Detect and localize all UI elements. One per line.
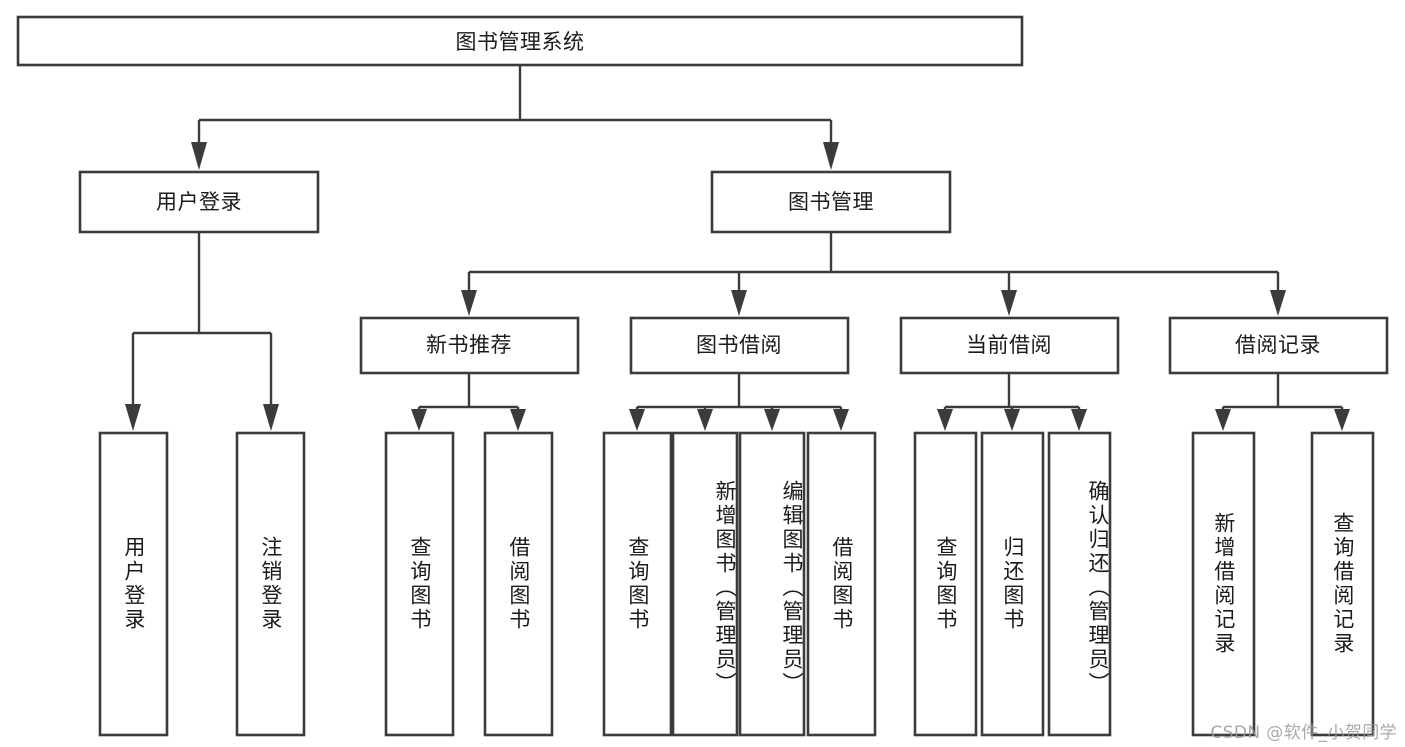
arrow-head-leaf-edit-book bbox=[764, 409, 780, 431]
node-borrow-record-label: 借阅记录 bbox=[1235, 333, 1321, 357]
arrow-head-borrow-record bbox=[1270, 290, 1286, 316]
node-user-login[interactable]: 用户登录 bbox=[78, 170, 320, 234]
arrow-head-leaf-logout bbox=[263, 404, 279, 431]
node-new-book-recommend-label: 新书推荐 bbox=[426, 333, 512, 357]
leaf-box-edit-book[interactable] bbox=[738, 431, 806, 737]
node-current-borrow-label: 当前借阅 bbox=[966, 333, 1052, 357]
leaf-box-confirm-return[interactable] bbox=[1047, 431, 1112, 737]
arrow-head-book-mgmt bbox=[823, 142, 839, 170]
connector-layer bbox=[125, 65, 1350, 431]
arrow-head-leaf-user-login bbox=[125, 404, 141, 431]
node-root-box[interactable] bbox=[16, 15, 1024, 67]
arrow-head-leaf-borrow-book-2 bbox=[833, 409, 849, 431]
node-root[interactable]: 图书管理系统 bbox=[16, 15, 1024, 67]
node-root-label: 图书管理系统 bbox=[456, 30, 585, 54]
node-user-login-label: 用户登录 bbox=[156, 190, 242, 214]
leaf-box-borrow-book-1[interactable] bbox=[483, 431, 554, 737]
node-book-management[interactable]: 图书管理 bbox=[710, 170, 952, 234]
arrow-head-book-borrow bbox=[731, 290, 747, 316]
leaf-box-borrow-book-2[interactable] bbox=[806, 431, 877, 737]
arrow-head-user-login bbox=[191, 142, 207, 170]
node-current-borrow-box[interactable] bbox=[899, 316, 1120, 375]
arrow-head-leaf-query-book-3 bbox=[937, 409, 953, 431]
arrow-head-leaf-borrow-book-1 bbox=[510, 409, 526, 431]
arrow-head-leaf-query-book-1 bbox=[411, 409, 427, 431]
arrow-head-leaf-query-book-2 bbox=[629, 409, 645, 431]
leaf-box-return-book[interactable] bbox=[980, 431, 1045, 737]
leaf-box-add-book[interactable] bbox=[671, 431, 739, 737]
node-user-login-box[interactable] bbox=[78, 170, 320, 234]
leaf-box-query-book-3[interactable] bbox=[913, 431, 978, 737]
node-book-management-label: 图书管理 bbox=[788, 190, 874, 214]
node-book-borrow-box[interactable] bbox=[629, 316, 850, 375]
leaf-box-layer bbox=[98, 431, 1375, 737]
arrow-head-current-borrow bbox=[1001, 290, 1017, 316]
node-book-borrow[interactable]: 图书借阅 bbox=[629, 316, 850, 375]
leaf-box-logout[interactable] bbox=[235, 431, 306, 737]
arrow-head-leaf-query-record bbox=[1334, 409, 1350, 431]
node-borrow-record[interactable]: 借阅记录 bbox=[1168, 316, 1389, 375]
node-book-borrow-label: 图书借阅 bbox=[696, 333, 782, 357]
leaf-box-user-login[interactable] bbox=[98, 431, 169, 737]
leaf-box-query-book-1[interactable] bbox=[384, 431, 455, 737]
node-book-management-box[interactable] bbox=[710, 170, 952, 234]
arrow-head-new-book-rec bbox=[461, 290, 477, 316]
leaf-box-query-record[interactable] bbox=[1310, 431, 1375, 737]
arrow-head-leaf-add-record bbox=[1215, 409, 1231, 431]
node-new-book-recommend[interactable]: 新书推荐 bbox=[359, 316, 580, 375]
csdn-watermark: CSDN @软件_小贺同学 bbox=[1210, 723, 1397, 743]
node-current-borrow[interactable]: 当前借阅 bbox=[899, 316, 1120, 375]
arrow-head-leaf-confirm-return bbox=[1071, 409, 1087, 431]
node-new-book-recommend-box[interactable] bbox=[359, 316, 580, 375]
arrow-head-leaf-return-book bbox=[1004, 409, 1020, 431]
leaf-box-add-record[interactable] bbox=[1191, 431, 1256, 737]
leaf-box-query-book-2[interactable] bbox=[602, 431, 673, 737]
node-borrow-record-box[interactable] bbox=[1168, 316, 1389, 375]
arrow-head-leaf-add-book bbox=[697, 409, 713, 431]
